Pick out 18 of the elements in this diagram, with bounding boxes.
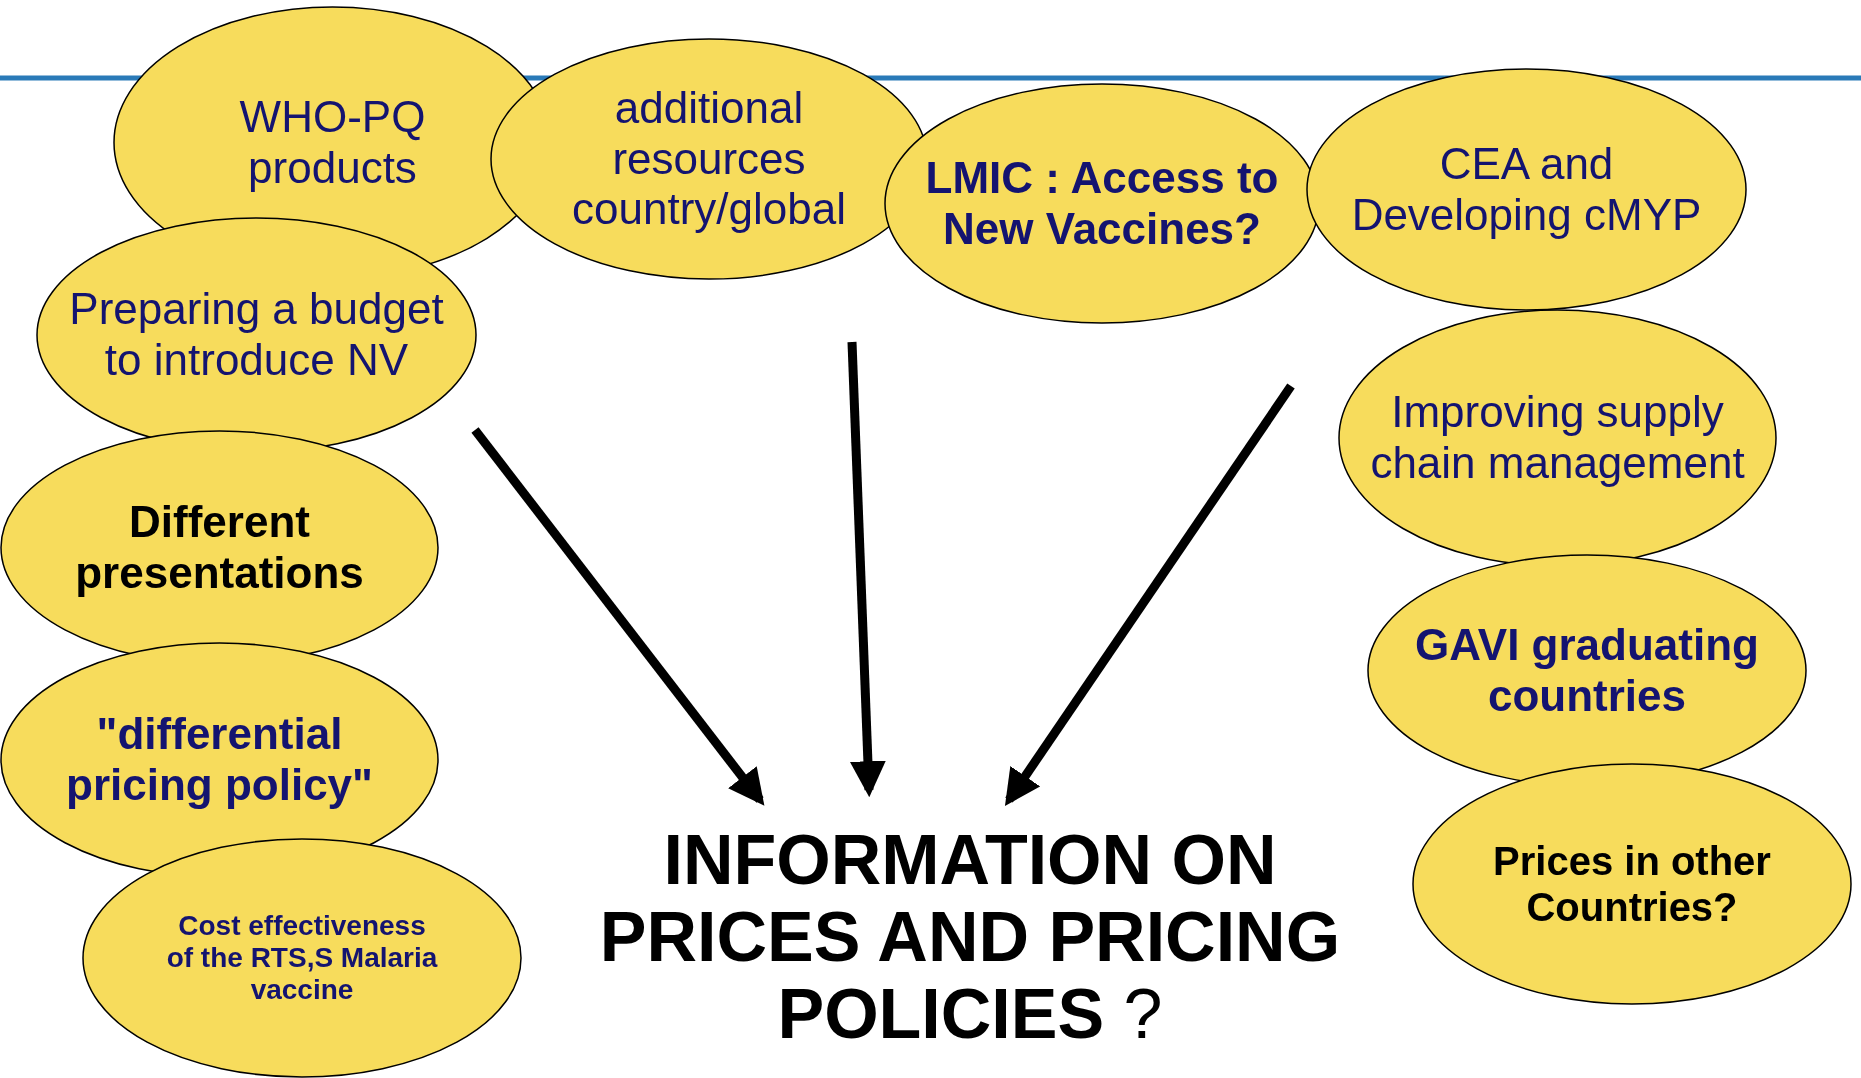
arrow	[1004, 383, 1295, 806]
bubble-text: Different presentations	[74, 496, 365, 599]
bubble-text: WHO-PQ products	[238, 91, 427, 194]
bubble-text: Preparing a budget to introduce NV	[68, 284, 445, 386]
bubble-text: additional resources country/global	[571, 83, 847, 235]
oval-bubble	[1412, 763, 1852, 1005]
bubble-text: Improving supply chain management	[1369, 387, 1746, 489]
heading-text: INFORMATION ON PRICES AND PRICING POLICIES ?	[570, 822, 1370, 1078]
oval-bubble	[1306, 68, 1747, 311]
arrow	[847, 341, 886, 798]
bubble-text: Prices in other Countries?	[1492, 838, 1772, 930]
bubble-text: Cost effectiveness of the RTS,S Malaria vaccine	[165, 909, 439, 1007]
bubble-text: "differential pricing policy"	[65, 709, 374, 811]
bubble-text: GAVI graduating countries	[1414, 619, 1760, 722]
bubble-text: LMIC : Access to New Vaccines?	[924, 152, 1280, 255]
oval-bubble	[82, 838, 522, 1078]
arrow	[471, 427, 765, 806]
bubble-text: CEA and Developing cMYP	[1350, 138, 1703, 241]
